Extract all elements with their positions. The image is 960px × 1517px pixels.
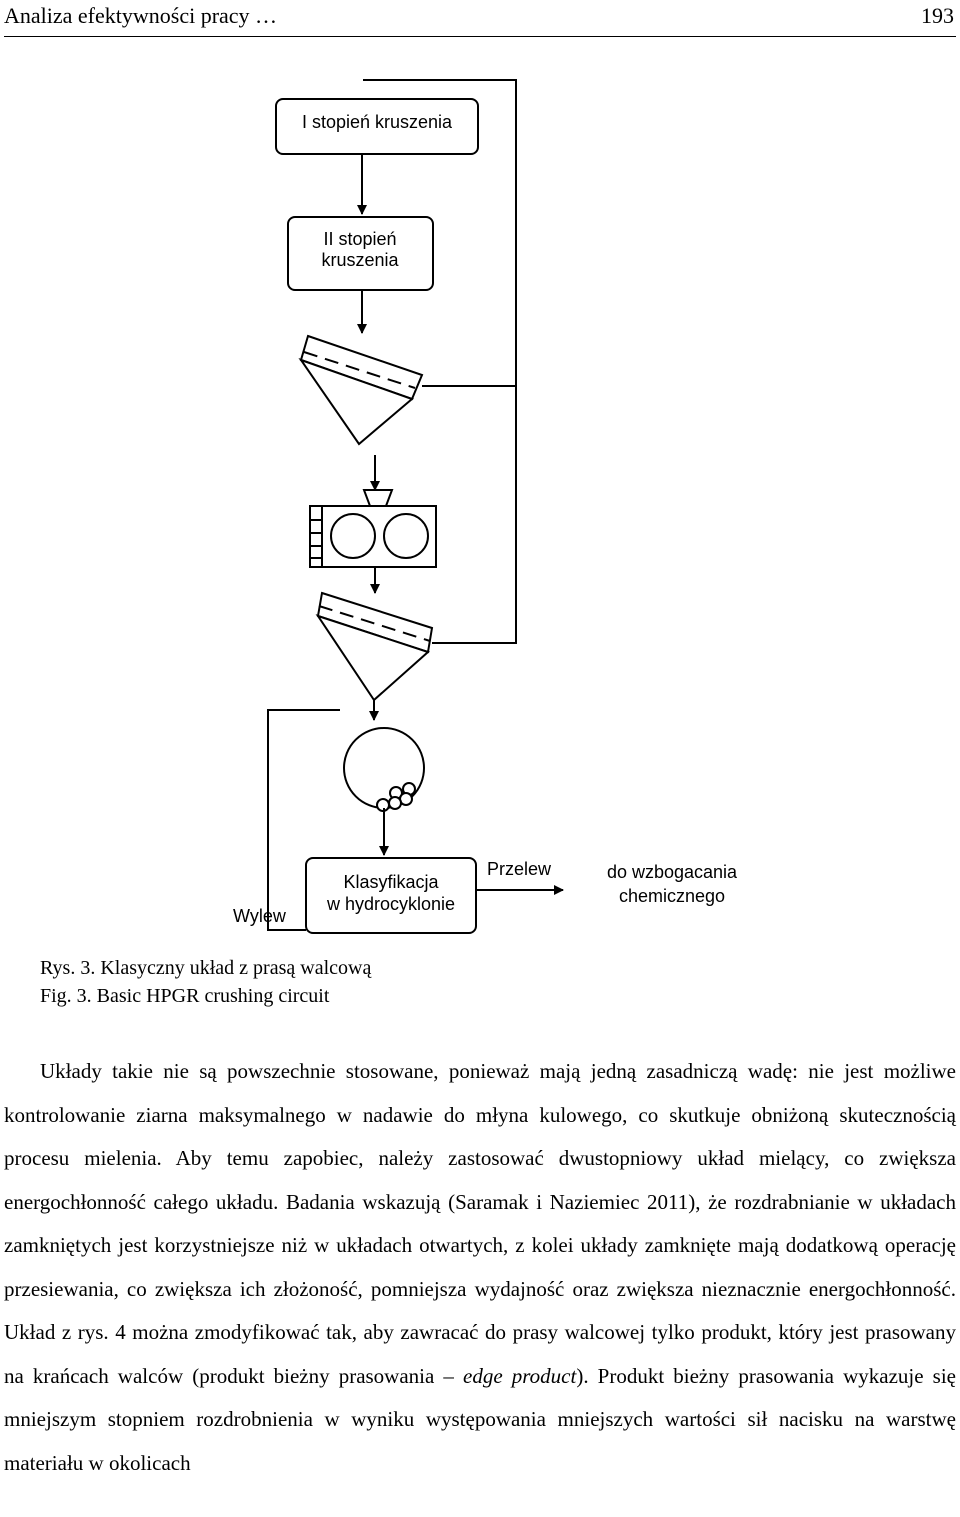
stage2-box	[287, 216, 434, 291]
running-header: Analiza efektywności pracy … 193	[4, 0, 956, 37]
stage2-label-line1: II stopień	[323, 229, 396, 249]
stage1-box	[275, 98, 479, 155]
stage1-label: I stopień kruszenia	[302, 112, 453, 132]
recycle-line-screen2	[432, 386, 517, 644]
figure-caption-en: Fig. 3. Basic HPGR crushing circuit	[40, 985, 330, 1007]
paragraph-text-1: Układy takie nie są powszechnie stosowan…	[4, 1059, 956, 1388]
paragraph: Układy takie nie są powszechnie stosowan…	[4, 1050, 956, 1485]
underflow-return-line	[267, 709, 340, 931]
classifier-label-line2: w hydrocyklonie	[326, 894, 455, 914]
screen-2	[315, 591, 434, 702]
running-title: Analiza efektywności pracy …	[4, 3, 278, 28]
classifier-box	[305, 857, 477, 934]
hpgr-press	[309, 489, 437, 568]
destination-label-line1: do wzbogacania	[607, 862, 738, 882]
destination-label-line2: chemicznego	[619, 886, 725, 906]
flowsheet-diagram: I stopień kruszenia II stopień kruszenia…	[233, 79, 738, 934]
page-number: 193	[921, 3, 954, 28]
underflow-label: Wylew	[233, 906, 287, 926]
classifier-label-line1: Klasyfikacja	[343, 872, 439, 892]
paragraph-italic-term: edge product	[463, 1363, 577, 1388]
screen-1	[298, 334, 424, 446]
paragraph-text-2: ). Produkt bieżny prasowania wykazuje si…	[4, 1363, 956, 1475]
recycle-line-screen1	[363, 79, 517, 387]
stage2-label-line2: kruszenia	[321, 250, 399, 270]
ball-mill	[343, 727, 425, 812]
overflow-label: Przelew	[487, 859, 552, 879]
body-text: Układy takie nie są powszechnie stosowan…	[4, 1050, 956, 1485]
figure-caption-pl: Rys. 3. Klasyczny układ z prasą walcową	[40, 957, 372, 979]
